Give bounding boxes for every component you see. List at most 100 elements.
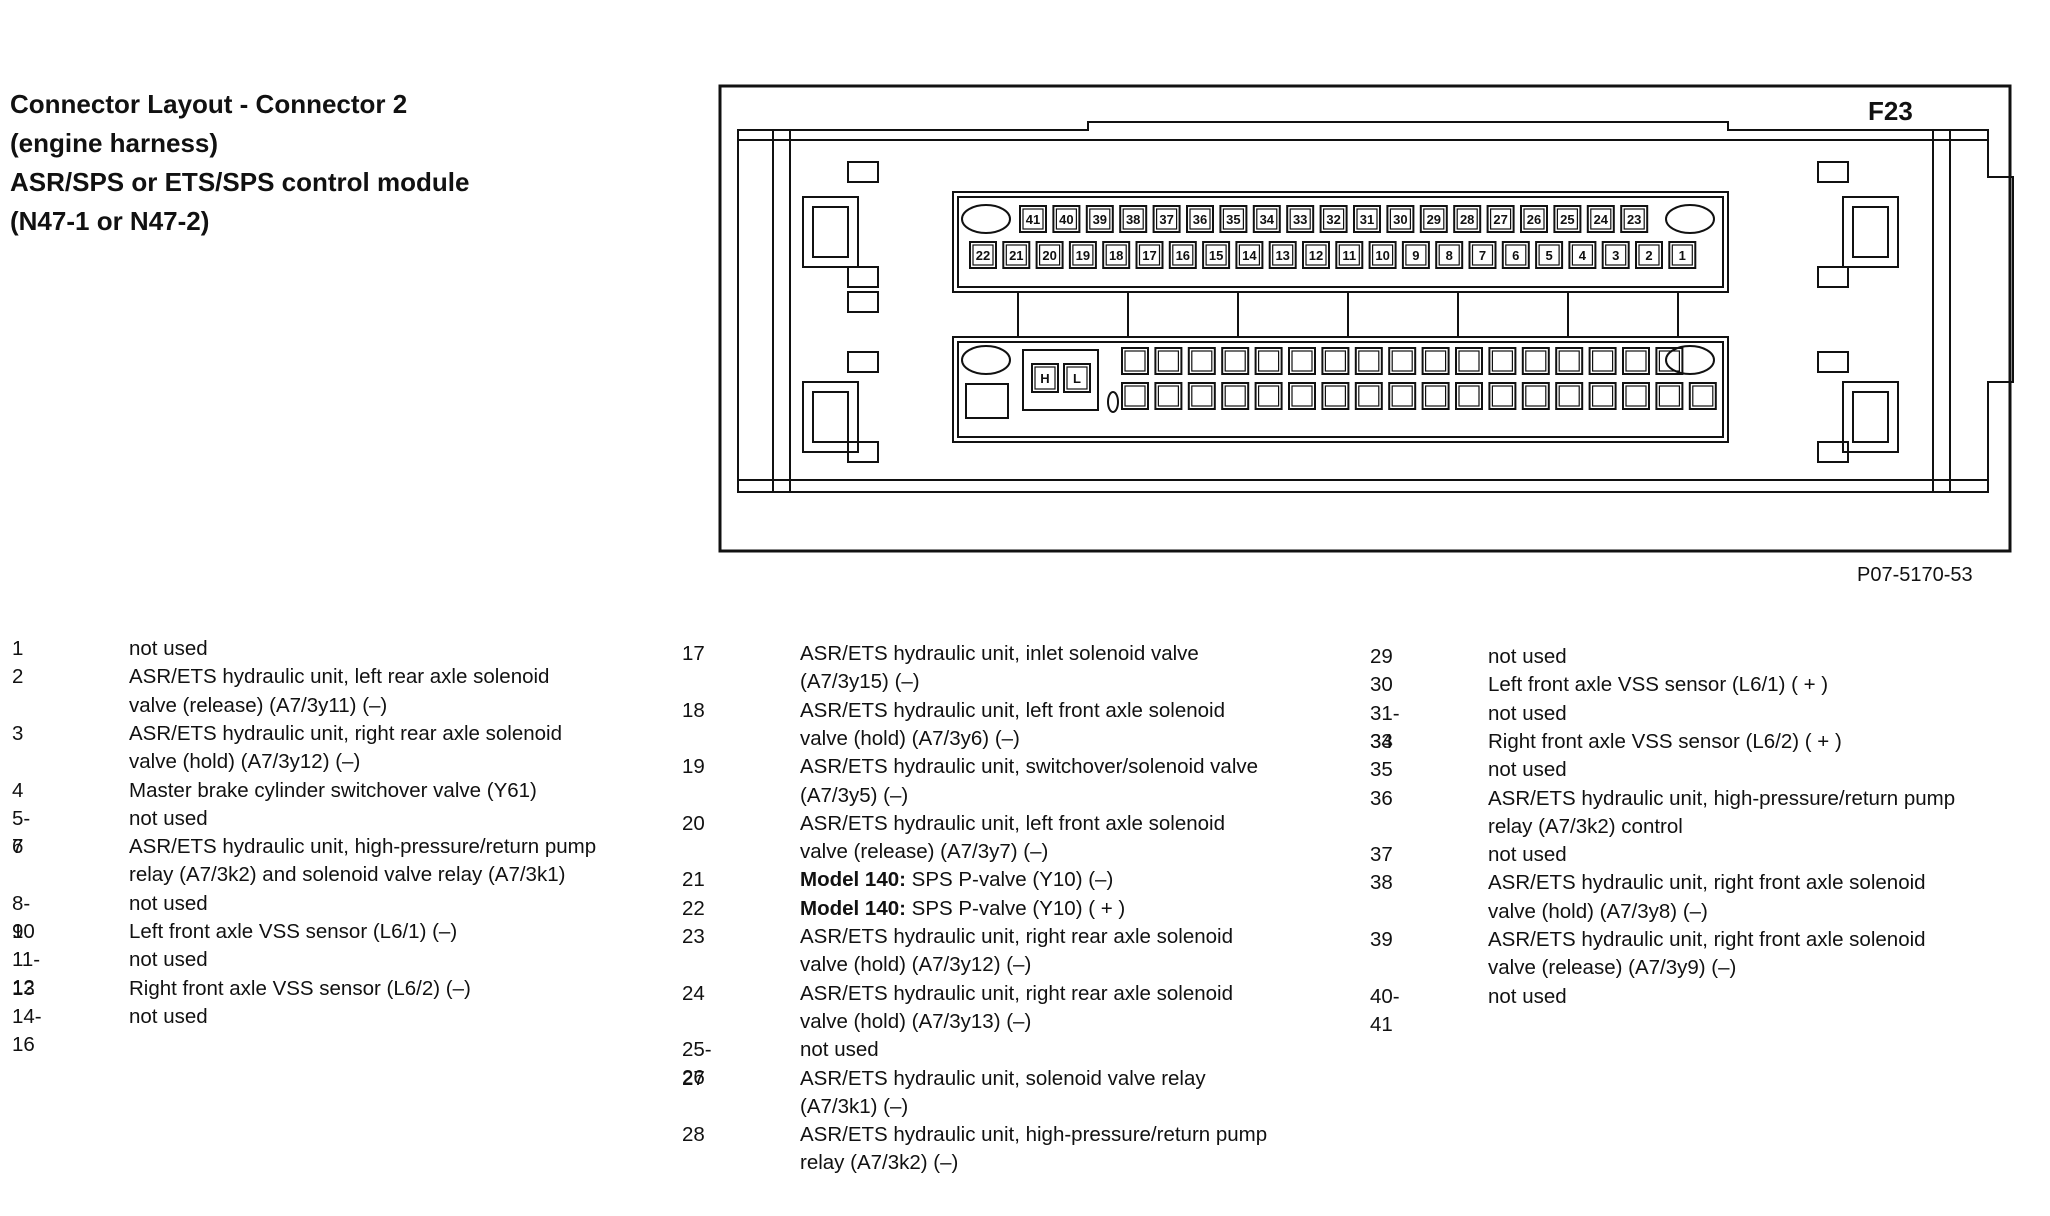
pin-number: 1 <box>12 637 24 660</box>
pin-cavity-unlabeled <box>1354 382 1383 410</box>
pin-cavity-unlabeled <box>1622 347 1650 375</box>
pin-label: 8 <box>1446 248 1453 263</box>
title-line: (engine harness) <box>10 128 219 158</box>
pin-number: 7 <box>12 835 24 859</box>
pin-label: 15 <box>1209 248 1223 263</box>
pin-cavity <box>1135 241 1164 269</box>
pin-cavity-unlabeled-inner <box>1257 350 1280 372</box>
pin-cavity-inner <box>1356 208 1378 230</box>
pin-cavity <box>1486 205 1515 233</box>
pin-cavity-inner <box>1605 244 1627 266</box>
pin-number: 35 <box>1370 758 1393 782</box>
pin-cavity-unlabeled-inner <box>1124 350 1146 372</box>
pin-number: 17 <box>682 642 705 665</box>
pin-cavity-unlabeled-inner <box>1424 350 1447 372</box>
pin-cavity <box>1620 205 1649 233</box>
key-slot <box>1031 363 1059 393</box>
pin-label: 3 <box>1612 248 1619 263</box>
pin-cavity-unlabeled-inner <box>1157 350 1179 372</box>
pin-description: relay (A7/3k2) and solenoid valve relay … <box>129 863 566 887</box>
pin-cavity-unlabeled-inner <box>1191 350 1213 372</box>
title-line: (N47-1 or N47-2) <box>10 206 210 236</box>
pin-cavity-unlabeled-inner <box>1658 385 1681 407</box>
pin-cavity-inner <box>1489 208 1512 230</box>
pin-cavity-unlabeled <box>1555 382 1584 410</box>
pin-number: 31-33 <box>1370 701 1400 753</box>
pin-cavity-unlabeled-inner <box>1358 350 1380 372</box>
pin-cavity-unlabeled-inner <box>1458 350 1480 372</box>
pin-cavity <box>1068 241 1097 269</box>
pin-cavity-unlabeled-inner <box>1257 385 1280 407</box>
pin-cavity <box>1568 241 1597 269</box>
pin-number: 3 <box>12 721 24 745</box>
pin-cavity-inner <box>1022 208 1044 230</box>
model-label: Model 140: <box>800 868 912 892</box>
pin-cavity-inner <box>1156 208 1178 230</box>
pin-cavity-unlabeled <box>1388 347 1417 375</box>
pin-number: 21 <box>682 868 705 892</box>
pin-cavity-unlabeled-inner <box>1525 350 1547 372</box>
pin-cavity-unlabeled-inner <box>1491 350 1514 372</box>
pin-number: 22 <box>682 896 705 920</box>
pin-label: 18 <box>1109 248 1123 263</box>
pin-number: 8-9 <box>12 891 31 943</box>
pin-cavity <box>1468 241 1497 269</box>
connector-label: F23 <box>1868 96 1913 126</box>
pin-number: 28 <box>682 1123 705 1147</box>
pin-cavity-unlabeled <box>1254 382 1283 410</box>
pin-label: 14 <box>1242 248 1257 263</box>
pin-description: not used <box>1488 701 1567 725</box>
pin-label: 17 <box>1142 248 1156 263</box>
pin-cavity-unlabeled <box>1154 382 1183 410</box>
pin-label: 12 <box>1309 248 1323 263</box>
pin-cavity-unlabeled-inner <box>1358 385 1380 407</box>
pin-cavity-unlabeled <box>1121 382 1149 410</box>
pin-cavity-inner <box>1571 244 1594 266</box>
pin-cavity-unlabeled <box>1388 382 1417 410</box>
pin-cavity <box>1202 241 1231 269</box>
title-line: Connector Layout - Connector 2 <box>10 89 408 119</box>
pin-label: 27 <box>1493 212 1507 227</box>
pin-cavity-inner <box>1072 244 1094 266</box>
pin-cavity-unlabeled <box>1588 347 1617 375</box>
pin-label: 31 <box>1360 212 1374 227</box>
pin-description: valve (release) (A7/3y7) (–) <box>800 840 1049 864</box>
pin-cavity <box>1453 205 1482 233</box>
pin-cavity <box>1601 241 1630 269</box>
pin-description: valve (hold) (A7/3y6) (–) <box>800 726 1020 750</box>
pin-cavity-unlabeled-inner <box>1658 350 1681 372</box>
pin-cavity <box>1286 205 1315 233</box>
pin-number: 19 <box>682 755 705 779</box>
pin-cavity <box>1668 241 1697 269</box>
pin-cavity <box>1335 241 1364 269</box>
pin-cavity-unlabeled <box>1455 347 1483 375</box>
pin-cavity <box>1119 205 1148 233</box>
pin-cavity <box>1268 241 1297 269</box>
pin-cavity-unlabeled <box>1588 382 1617 410</box>
pin-cavity-unlabeled <box>1455 382 1483 410</box>
pin-label: 4 <box>1579 248 1587 263</box>
pin-cavity <box>1019 205 1047 233</box>
pin-number: 30 <box>1370 673 1393 697</box>
pin-number: 5-6 <box>12 806 31 858</box>
pin-description: (A7/3y15) (–) <box>800 670 920 694</box>
pin-cavity-unlabeled <box>1421 382 1450 410</box>
pin-cavity-unlabeled-inner <box>1558 350 1580 372</box>
pin-cavity-inner <box>1623 208 1645 230</box>
pin-cavity-unlabeled-inner <box>1591 350 1614 372</box>
pin-description: ASR/ETS hydraulic unit, right rear axle … <box>800 925 1233 948</box>
pin-cavity-unlabeled <box>1521 347 1550 375</box>
pin-cavity <box>1401 241 1430 269</box>
pin-description: ASR/ETS hydraulic unit, high-pressure/re… <box>129 835 597 859</box>
pin-number: 2 <box>12 665 24 689</box>
pin-cavity <box>1319 205 1348 233</box>
pin-label: 36 <box>1193 212 1207 227</box>
pin-cavity <box>969 241 997 269</box>
pin-description: Right front axle VSS sensor (L6/2) ( + ) <box>1488 729 1842 753</box>
pin-cavity-inner <box>1105 244 1127 266</box>
pin-description: valve (hold) (A7/3y12) (–) <box>129 750 361 774</box>
pin-label: 33 <box>1293 212 1307 227</box>
pin-cavity-inner <box>1523 208 1545 230</box>
pin-description: ASR/ETS hydraulic unit, right rear axle … <box>129 721 562 745</box>
pin-number: 39 <box>1370 928 1393 951</box>
